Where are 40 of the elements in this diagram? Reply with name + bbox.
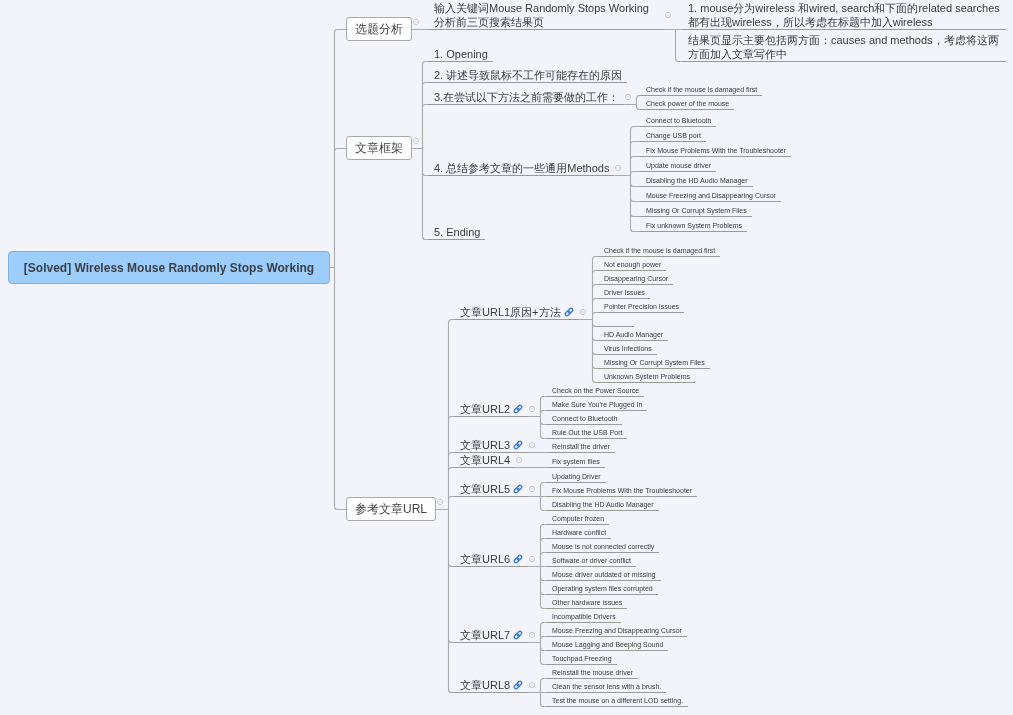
- topic-text: 文章URL2: [460, 403, 511, 415]
- connector-line: [578, 255, 599, 384]
- underlined-topic: 文章URL4: [454, 453, 516, 468]
- topic-text: 文章URL6: [460, 553, 511, 565]
- underlined-topic: 输入关键词Mouse Randomly Stops Working分析前三页搜索结果页: [428, 1, 664, 30]
- underlined-topic: 3.在尝试以下方法之前需要做的工作：: [428, 90, 625, 105]
- underlined-topic: [454, 552, 529, 567]
- connector-line: [527, 677, 547, 708]
- underlined-topic: 1. mouse分为wireless 和wired, search和下面的related searches 都有出现wireless，所以考虑在标题中加入wireless: [682, 1, 1006, 30]
- topic-box: 文章框架: [346, 136, 412, 160]
- topic-text: 文章URL7: [460, 629, 511, 641]
- topic-box: 选题分析: [346, 17, 412, 41]
- underlined-topic: [454, 438, 529, 453]
- connector-line: [514, 466, 547, 469]
- underlined-topic: [454, 402, 529, 417]
- underlined-topic: [454, 628, 529, 643]
- connector-line: [527, 523, 547, 610]
- topic-text: 文章URL3: [460, 439, 511, 451]
- connector-line: [623, 94, 641, 111]
- connector-line: [613, 125, 641, 233]
- connector-line: [435, 318, 455, 694]
- blank-line: [598, 326, 634, 327]
- underlined-topic: 结果页显示主要包括两方面：causes and methods，考虑将这两方面加入文章写作中: [682, 33, 1006, 62]
- central-topic-box: [Solved] Wireless Mouse Randomly Stops Working: [8, 251, 330, 284]
- topic-text: 文章URL1原因+方法: [460, 306, 561, 318]
- underlined-topic: 4. 总结参考文章的一些通用Methods: [428, 161, 615, 176]
- connector-line: [527, 621, 547, 666]
- connector-line: [527, 451, 547, 454]
- topic-text: 文章URL5: [460, 483, 511, 495]
- underlined-topic: 2. 讲述导致鼠标不工作可能存在的原因: [428, 68, 628, 83]
- underlined-topic: [454, 678, 529, 693]
- topic-text: 文章URL8: [460, 679, 511, 691]
- topic-box: 参考文章URL: [346, 497, 436, 521]
- underlined-topic: 5. Ending: [428, 225, 486, 240]
- underlined-topic: 1. Opening: [428, 47, 493, 62]
- connector-line: [527, 395, 547, 440]
- underlined-topic: [454, 305, 579, 320]
- connector-line: [411, 60, 429, 241]
- underlined-topic: [454, 482, 529, 497]
- connector-line: [527, 481, 547, 512]
